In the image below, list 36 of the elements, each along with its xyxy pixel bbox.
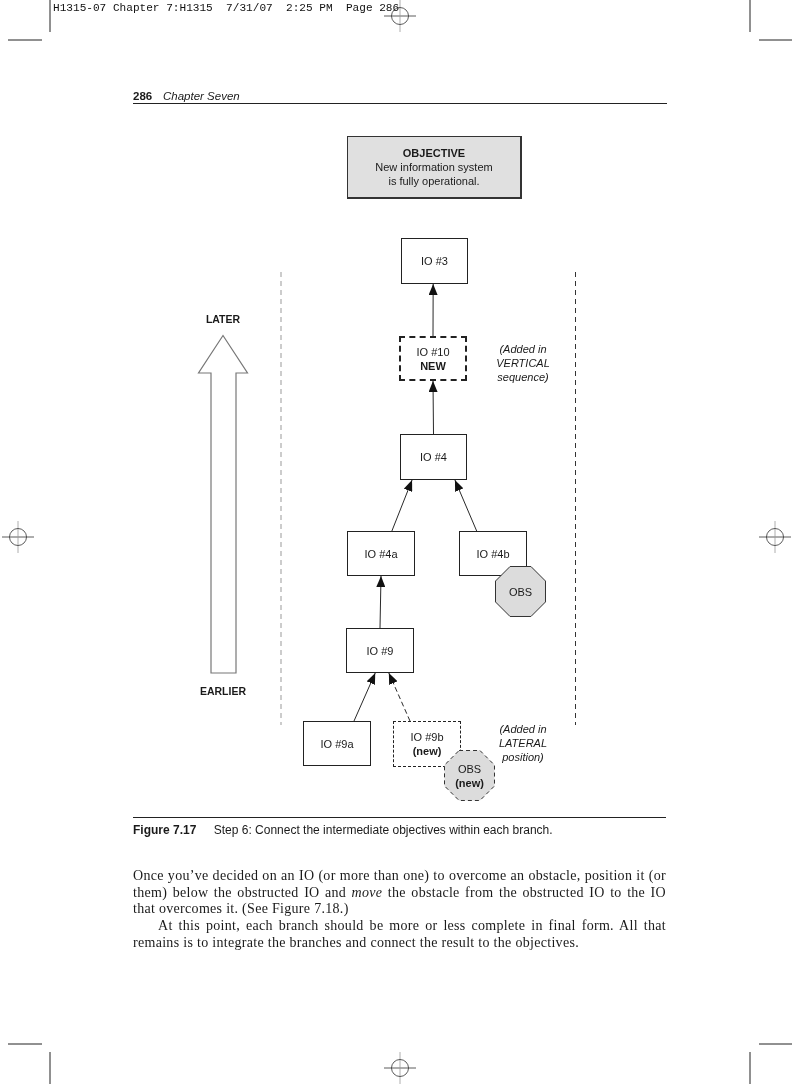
figure-caption: Figure 7.17 Step 6: Connect the intermediate objectives within each branch. [133, 823, 554, 837]
annotation-note: (Added in VERTICAL sequence) [495, 342, 551, 384]
io-label: IO #4 [420, 450, 447, 464]
io-label: IO #10 [416, 344, 450, 359]
io-label: IO #9b [410, 730, 444, 744]
body-paragraph: At this point, each branch should be more or less complete in final form. All that remains is to integrate the branches and connect the result to the objectives. [133, 918, 666, 952]
io-box [400, 434, 467, 480]
io-label: IO #9a [320, 736, 354, 751]
objective-statement: New information system is fully operational. [374, 160, 494, 188]
dashed-io-box [393, 721, 461, 767]
dashed-io-box [399, 336, 467, 381]
obstacle-label: OBS [457, 761, 482, 776]
print-slug-text: H1315-07 Chapter 7:H1315 7/31/07 2:25 PM Page 286 [53, 2, 401, 15]
io-status: (new) [412, 744, 442, 758]
objective-heading: OBJECTIVE [402, 146, 466, 160]
io-box [303, 721, 371, 766]
page-number: 286 [133, 89, 153, 103]
annotation-note: (Added in LATERAL position) [497, 722, 549, 764]
io-box [347, 531, 415, 576]
direction-label: EARLIER [198, 684, 248, 698]
io-box [459, 531, 527, 576]
io-label: IO #9 [366, 643, 394, 658]
io-label: IO #4b [476, 546, 510, 561]
dashed-obstacle-octagon [444, 750, 495, 801]
io-label: IO #3 [421, 254, 448, 268]
io-status: NEW [420, 358, 446, 373]
objective-box [347, 136, 522, 199]
obstacle-status: (new) [455, 775, 484, 790]
io-box [401, 238, 468, 284]
body-paragraph: Once you’ve decided on an IO (or more than one) to overcome an obstacle, position it (or them) below the obstructed IO and move the obstacle from the obstructed IO to the IO that overcomes it. (See Figure 7.18.) [133, 868, 666, 918]
obstacle-octagon [495, 566, 546, 617]
running-head: Chapter Seven [163, 89, 240, 103]
obstacle-label: OBS [508, 584, 533, 599]
direction-label: LATER [204, 312, 242, 326]
io-box [346, 628, 414, 673]
io-label: IO #4a [364, 546, 398, 561]
